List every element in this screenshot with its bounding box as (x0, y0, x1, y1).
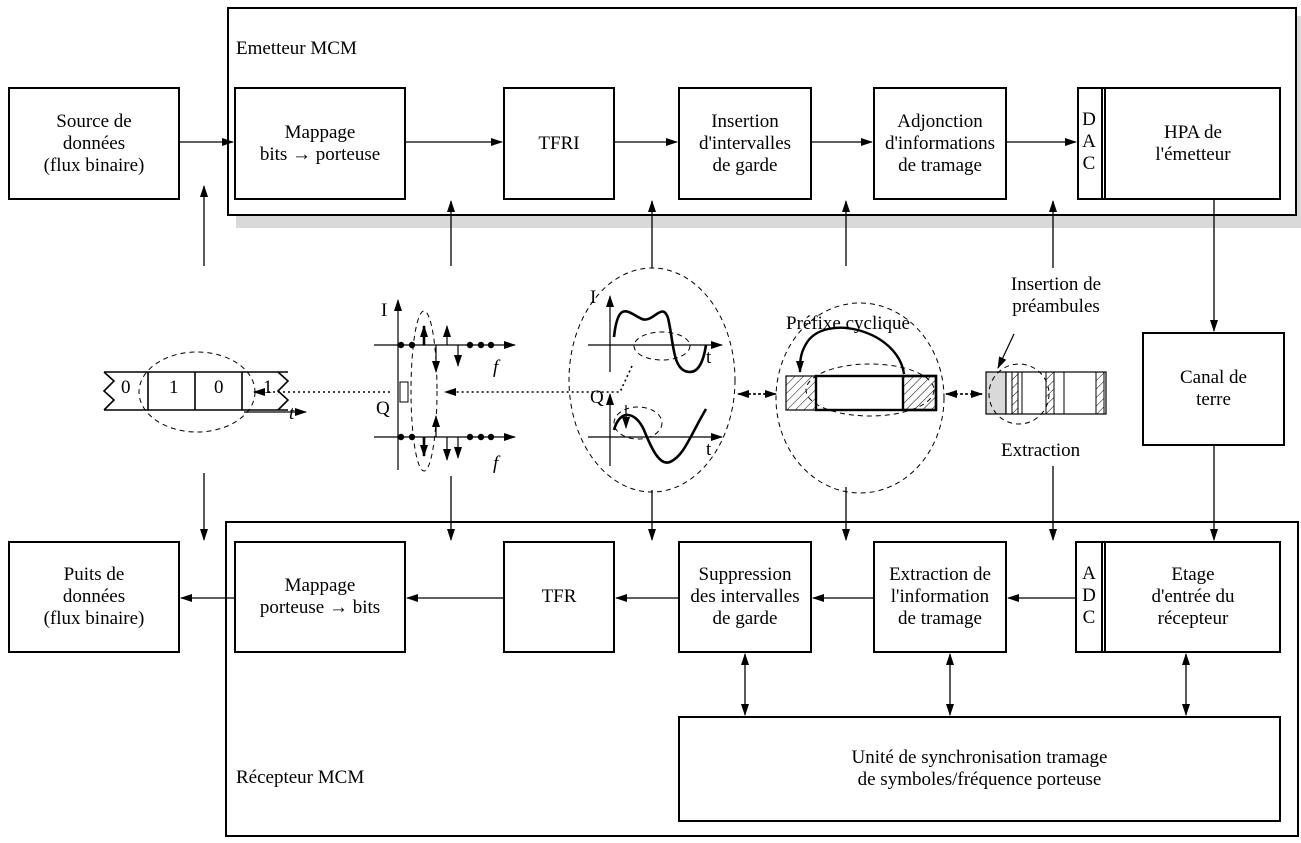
bit-3: 1 (263, 377, 273, 398)
adc-frontend-block: A D C Etage d'entrée du récepteur (1075, 541, 1281, 653)
ifft-block: TFRI (503, 87, 615, 200)
bit-1: 1 (169, 377, 179, 398)
adc-label: A D C (1082, 563, 1096, 628)
freq-f-label-bottom: f (493, 453, 499, 474)
time-i-label: I (590, 287, 597, 308)
guard-remove-block: Suppression des intervalles de garde (678, 541, 812, 653)
demapping-block: Mappage porteuse → bits (234, 541, 406, 653)
extraction-label: Extraction (1001, 440, 1081, 461)
preamble-insert-label: Insertion de préambules (1010, 274, 1102, 317)
time-t-label-bottom: t (706, 439, 712, 460)
bitstream-time-label: t (289, 403, 295, 424)
emitter-title: Emetteur MCM (236, 38, 357, 59)
fft-block: TFR (503, 541, 615, 653)
framing-extract-block: Extraction de l'information de tramage (873, 541, 1007, 653)
dac-hpa-block: D A C HPA de l'émetteur (1077, 87, 1281, 200)
framing-add-block: Adjonction d'informations de tramage (873, 87, 1007, 200)
freq-i-label: I (381, 300, 388, 321)
receiver-title: Récepteur MCM (236, 767, 365, 788)
hpa-label: HPA de l'émetteur (1155, 121, 1231, 165)
mapping-block: Mappage bits → porteuse (234, 87, 406, 200)
bit-2: 0 (214, 377, 224, 398)
guard-insert-block: Insertion d'intervalles de garde (678, 87, 812, 200)
source-block: Source de données (flux binaire) (8, 87, 180, 200)
freq-q-label: Q (376, 398, 390, 419)
bit-0: 0 (121, 377, 131, 398)
frontend-label: Etage d'entrée du récepteur (1151, 564, 1235, 629)
sink-block: Puits de données (flux binaire) (8, 541, 180, 653)
time-t-label-top: t (706, 347, 712, 368)
dac-label: D A C (1082, 109, 1096, 174)
sync-unit-block: Unité de synchronisation tramage de symb… (678, 716, 1281, 822)
channel-block: Canal de terre (1142, 332, 1285, 446)
freq-f-label-top: f (493, 357, 499, 378)
